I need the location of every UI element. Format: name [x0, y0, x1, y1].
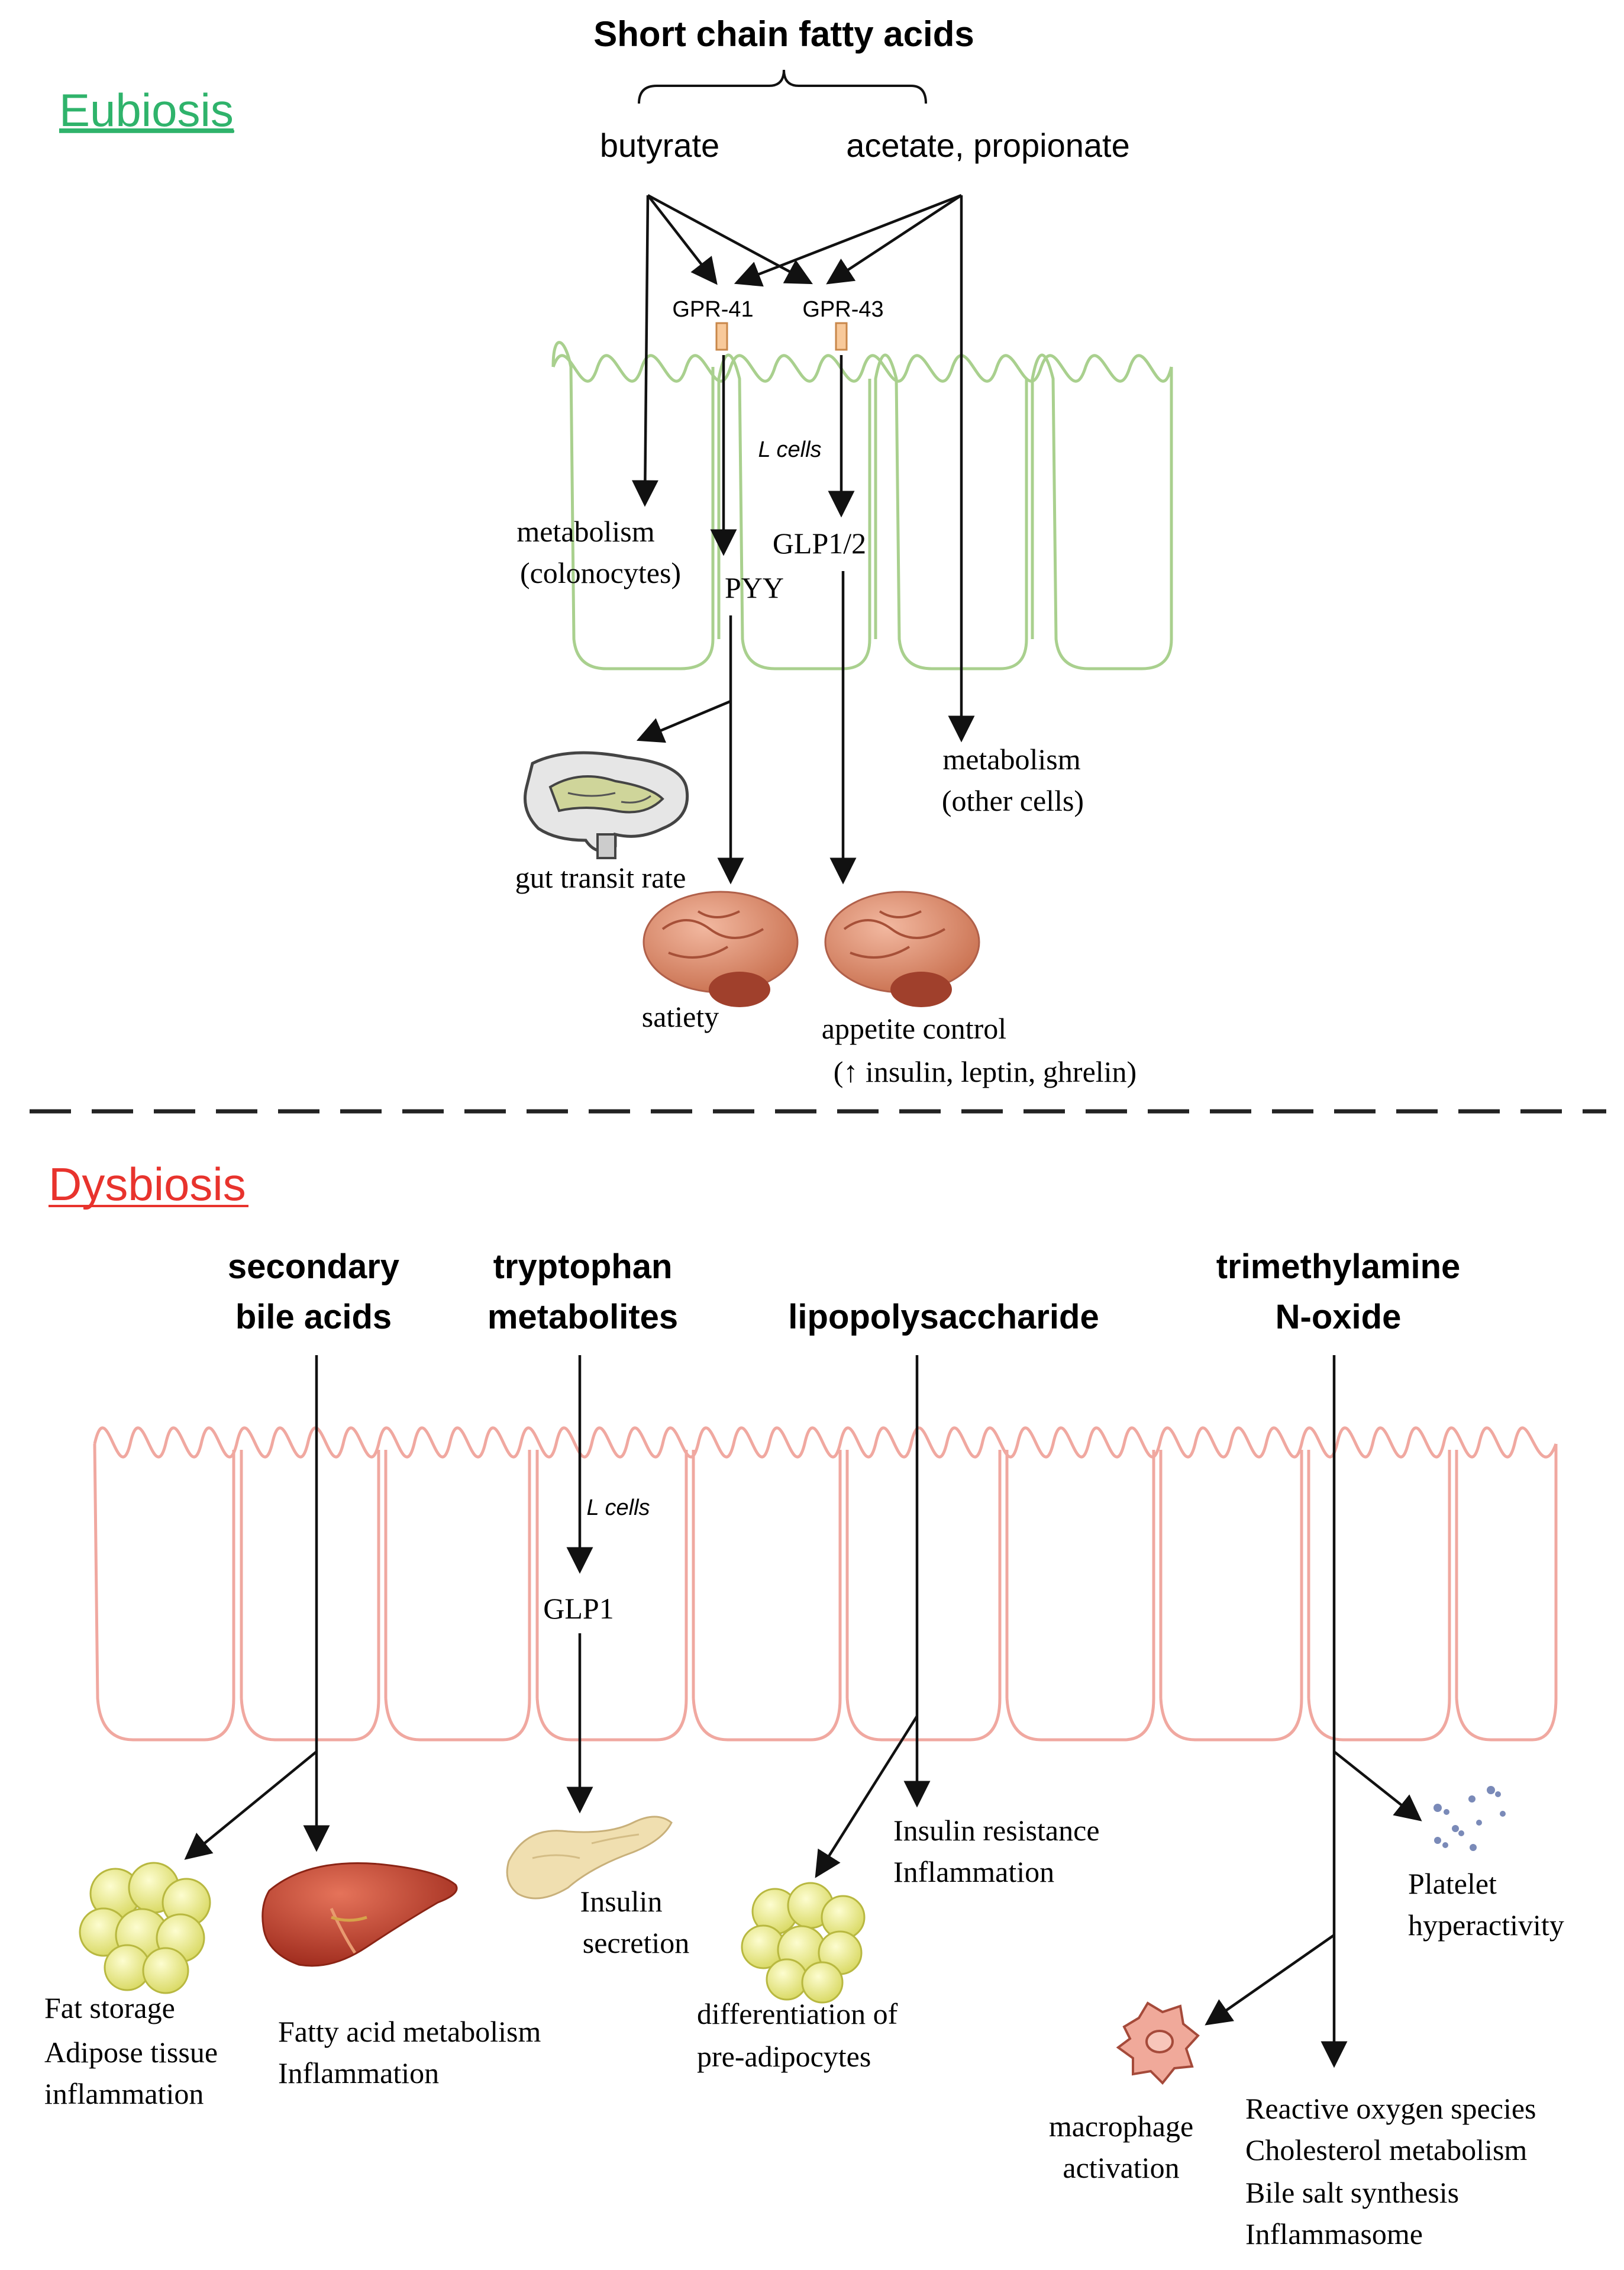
brain-icon-satiety: [643, 891, 799, 1007]
fat-storage-label: Fat storage: [44, 1991, 175, 2024]
gpr41-label: GPR-41: [672, 297, 753, 322]
glp12-label: GLP1/2: [773, 527, 866, 560]
pyy-label: PYY: [725, 571, 784, 604]
dysbiosis-arrows: [184, 1355, 1422, 2068]
tmao-line1: trimethylamine: [1216, 1247, 1461, 1286]
arrow-acetate-gpr41: [734, 194, 962, 287]
appetite-control-line1: appetite control: [822, 1012, 1006, 1045]
insulin-secretion-line1: Insulin: [580, 1885, 663, 1918]
secondary-bile-line1: secondary: [228, 1247, 399, 1286]
metabolism-colonocytes-line2: (colonocytes): [520, 556, 681, 589]
ros-label: Reactive oxygen species: [1245, 2092, 1536, 2125]
gpr41-receptor: [715, 322, 728, 351]
arrow-butyrate-gpr41: [647, 194, 718, 285]
dysbiosis-headers: secondary bile acids tryptophan metaboli…: [228, 1247, 1460, 1336]
fatty-acid-metabolism-label: Fatty acid metabolism: [278, 2015, 541, 2048]
macrophage-line1: macrophage: [1049, 2110, 1193, 2143]
gut-wall-eubiosis: [551, 341, 1173, 670]
preadipocytes-line2: pre-adipocytes: [697, 2040, 871, 2073]
fat-cells-icon-preadipocytes: [741, 1882, 866, 2004]
lps-header: lipopolysaccharide: [788, 1298, 1099, 1336]
inflammation-lps-label: Inflammation: [893, 1855, 1054, 1888]
gpr43-receptor: [835, 322, 848, 351]
tmao-line2: N-oxide: [1276, 1298, 1402, 1336]
platelet-line2: hyperactivity: [1408, 1908, 1564, 1942]
tryptophan-line2: metabolites: [487, 1298, 678, 1336]
inflammation-liver-label: Inflammation: [278, 2056, 439, 2090]
l-cells-label-eubiosis: L cells: [758, 437, 821, 462]
arrow-pyy-gut: [636, 699, 731, 743]
arrow-acetate-gpr43: [826, 194, 963, 285]
appetite-control-line2: (↑ insulin, leptin, ghrelin): [834, 1055, 1137, 1088]
macrophage-line2: activation: [1063, 2151, 1179, 2184]
metabolism-colonocytes-line1: metabolism: [516, 515, 654, 548]
brain-icon-appetite: [824, 891, 980, 1007]
butyrate-label: butyrate: [600, 127, 719, 164]
arrow-butyrate-gpr43: [647, 194, 813, 285]
adipose-inflammation-line2: inflammation: [44, 2077, 204, 2110]
insulin-secretion-line2: secretion: [583, 1926, 689, 1959]
eubiosis-arrows: [631, 194, 975, 885]
metabolism-other-line1: metabolism: [942, 743, 1080, 776]
arrow-tmao-platelet: [1333, 1750, 1422, 1821]
gpr43-label: GPR-43: [802, 297, 883, 322]
satiety-label: satiety: [642, 1000, 719, 1033]
l-cells-label-dysbiosis: L cells: [586, 1495, 650, 1520]
macrophage-icon: [1116, 2001, 1200, 2085]
secondary-bile-line2: bile acids: [235, 1298, 392, 1336]
intestine-icon: [524, 751, 689, 859]
acetate-propionate-label: acetate, propionate: [846, 127, 1129, 164]
insulin-resistance-label: Insulin resistance: [893, 1814, 1100, 1847]
arrow-butyrate-colonocytes: [631, 195, 658, 507]
glp1-label: GLP1: [543, 1592, 614, 1625]
scfa-brace: [638, 69, 927, 104]
eubiosis-title: Eubiosis: [59, 84, 234, 136]
dysbiosis-title: Dysbiosis: [49, 1158, 246, 1210]
metabolism-other-line2: (other cells): [942, 784, 1084, 817]
pancreas-icon: [506, 1816, 673, 1900]
arrow-tmao-macrophage: [1205, 1934, 1335, 2026]
bile-salt-label: Bile salt synthesis: [1245, 2176, 1459, 2209]
scfa-header: Short chain fatty acids: [593, 14, 974, 54]
cholesterol-label: Cholesterol metabolism: [1245, 2133, 1527, 2166]
gut-transit-label: gut transit rate: [515, 861, 686, 894]
fat-cells-icon-storage: [79, 1862, 211, 1994]
preadipocytes-line1: differentiation of: [697, 1997, 898, 2030]
arrow-lps-preadipocytes: [815, 1715, 918, 1878]
platelets-icon: [1433, 1786, 1506, 1851]
platelet-line1: Platelet: [1408, 1867, 1497, 1900]
tryptophan-line1: tryptophan: [493, 1247, 673, 1286]
adipose-inflammation-line1: Adipose tissue: [44, 2036, 218, 2069]
gut-wall-dysbiosis: [93, 1426, 1558, 1742]
liver-icon: [261, 1862, 458, 1967]
arrow-bile-fat: [184, 1750, 318, 1860]
inflammasome-label: Inflammasome: [1245, 2217, 1423, 2250]
